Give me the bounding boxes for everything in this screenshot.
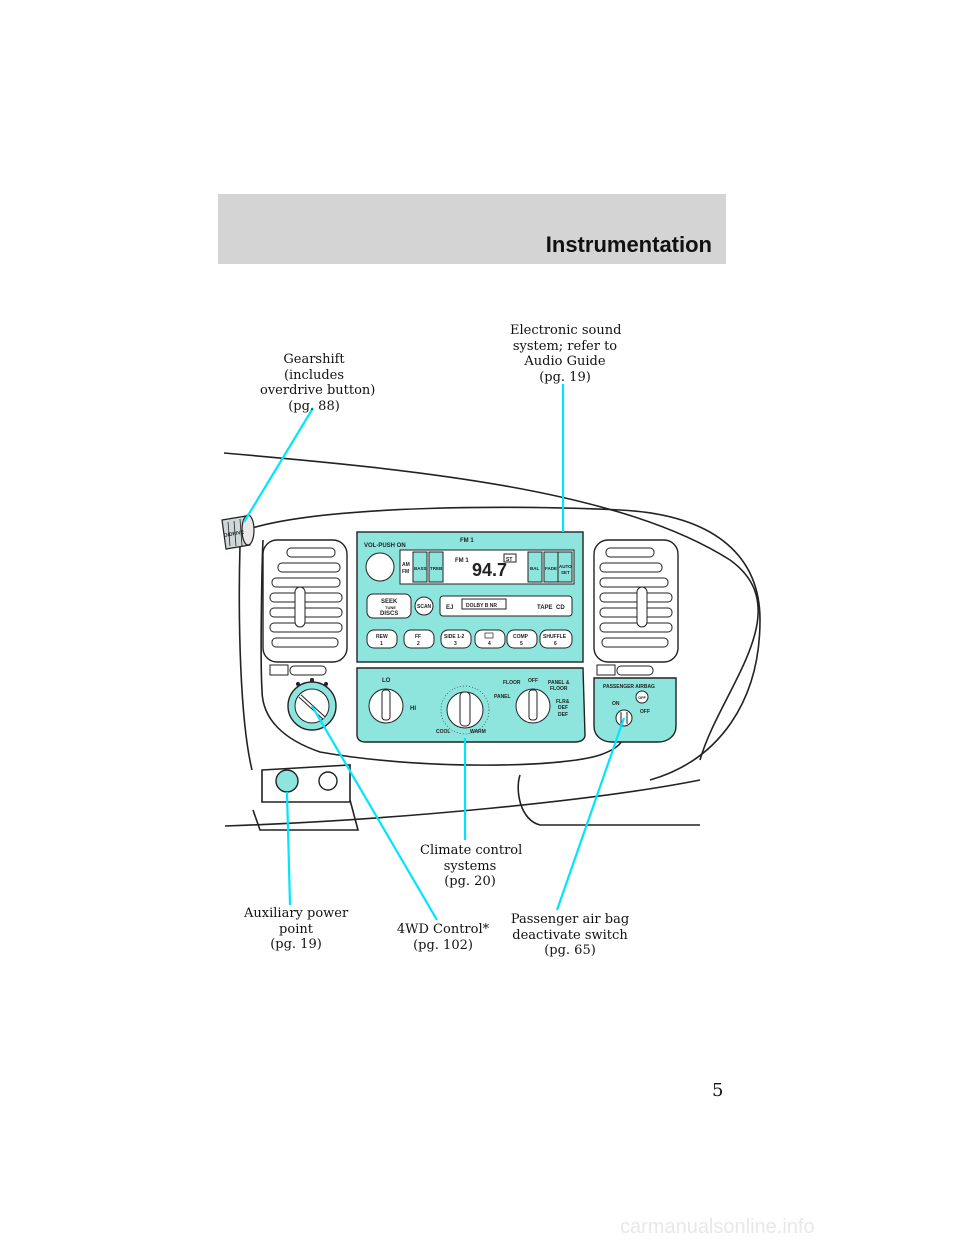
airbag-switch-panel: PASSENGER AIRBAG OFF ON OFF <box>593 677 677 743</box>
climate-floor: FLOOR <box>503 680 521 686</box>
climate-warm: WARM <box>470 729 486 735</box>
callout-gearshift-line2: (includes <box>283 367 345 383</box>
preset-2-label: FF <box>415 634 421 640</box>
callout-gearshift: Gearshift (includes overdrive button) (p… <box>260 352 376 414</box>
callout-4wd-line1: 4WD Control* <box>396 922 490 937</box>
callout-aux-line3: (pg. 19) <box>270 937 322 952</box>
gear-label: O/DRIVE <box>223 529 245 539</box>
callout-aux-line1: Auxiliary power <box>244 906 349 921</box>
callout-airbag-line3: (pg. 65) <box>544 943 596 958</box>
callout-gearshift-line1: Gearshift <box>283 352 345 367</box>
airbag-off: OFF <box>640 709 650 715</box>
preset-5-label: COMP <box>513 634 529 640</box>
scan-label: SCAN <box>417 604 432 610</box>
callout-sound-line2: system; refer to <box>512 338 618 354</box>
4wd-control-knob <box>287 678 337 731</box>
ej-label: EJ <box>446 605 453 611</box>
footer-watermark[interactable]: carmanualsonline.info <box>620 1216 815 1238</box>
section-title: Instrumentation <box>545 232 712 257</box>
preset-4-num: 4 <box>488 641 491 647</box>
callout-climate-line3: (pg. 20) <box>444 874 496 889</box>
callout-4wd: 4WD Control* (pg. 102) <box>395 922 491 953</box>
auxiliary-power-point <box>275 769 338 793</box>
callout-gearshift-line3: overdrive button) <box>260 383 376 398</box>
preset-3-label: SIDE 1-2 <box>444 634 465 640</box>
climate-def: DEF <box>558 712 568 718</box>
fade-label: FADE <box>545 566 557 571</box>
gearshift-knob: O/DRIVE <box>221 514 255 550</box>
airbag-title: PASSENGER AIRBAG <box>603 684 655 690</box>
preset-6-num: 6 <box>554 641 557 647</box>
climate-off: OFF <box>528 678 538 684</box>
display-band: FM 1 <box>455 558 469 564</box>
airbag-on: ON <box>612 701 620 707</box>
climate-panel-floor-2: FLOOR <box>550 686 568 692</box>
climate-lo: LO <box>382 678 391 684</box>
radio-unit: VOL-PUSH ON FM 1 AM FM BASS TREB FM 1 94… <box>356 531 584 663</box>
climate-flr-def-1: FLR& <box>556 699 570 705</box>
climate-hi: HI <box>410 706 416 712</box>
callout-aux-line2: point <box>279 921 313 937</box>
callout-airbag: Passenger air bag deactivate switch (pg.… <box>510 912 630 959</box>
callout-sound-line3: Audio Guide <box>524 354 606 369</box>
frequency-display: 94.7 <box>472 560 507 580</box>
section-header: Instrumentation <box>218 194 726 264</box>
tune-label: TUNE <box>385 605 396 610</box>
bal-label: BAL <box>530 566 539 571</box>
treb-label: TREB <box>430 566 443 571</box>
dolby-label: DOLBY B NR <box>466 603 497 609</box>
callout-climate-line2: systems <box>443 858 497 874</box>
preset-5-num: 5 <box>520 641 523 647</box>
callout-sound-line4: (pg. 19) <box>539 369 591 385</box>
preset-6-label: SHUFFLE <box>543 634 567 640</box>
climate-panel-floor-1: PANEL & <box>548 680 570 686</box>
preset-1-label: REW <box>376 634 388 640</box>
left-air-vent <box>262 539 348 676</box>
radio-presets: REW 1 FF 2 SIDE 1-2 3 4 COMP 5 SHUFFLE 6 <box>366 629 573 649</box>
climate-flr-def-2: DEF <box>558 705 568 711</box>
callout-climate-line1: Climate control <box>420 843 523 858</box>
page-number: 5 <box>712 1080 724 1101</box>
radio-vol-label: VOL-PUSH ON <box>364 543 406 549</box>
right-air-vent <box>593 539 679 676</box>
callout-lines <box>243 384 626 921</box>
cd-label: CD <box>556 605 565 611</box>
climate-cool: COOL <box>436 729 450 735</box>
callout-4wd-line2: (pg. 102) <box>413 937 473 953</box>
preset-3-num: 3 <box>454 641 457 647</box>
airbag-off-lamp: OFF <box>638 695 647 700</box>
callout-climate: Climate control systems (pg. 20) <box>420 843 523 890</box>
stereo-indicator: ST <box>506 557 512 563</box>
callout-sound-system: Electronic sound system; refer to Audio … <box>510 323 622 385</box>
radio-band-top: FM 1 <box>460 538 474 544</box>
am-label: AM <box>402 562 410 568</box>
preset-1-num: 1 <box>380 641 383 647</box>
climate-control-panel: LO HI COOL WARM FLOOR OFF PANEL & FLOOR … <box>356 667 586 743</box>
callout-airbag-line1: Passenger air bag <box>510 912 630 927</box>
callout-gearshift-line4: (pg. 88) <box>288 398 340 414</box>
climate-panel: PANEL <box>494 694 511 700</box>
fm-label: FM <box>402 569 409 575</box>
seek-label: SEEK <box>381 599 398 605</box>
auto-label: AUTO <box>559 564 572 569</box>
preset-2-num: 2 <box>417 641 420 647</box>
set-label: SET <box>561 570 570 575</box>
tape-label: TAPE <box>537 605 553 611</box>
bass-label: BASS <box>414 566 427 571</box>
discs-label: DISCS <box>380 611 398 617</box>
callout-airbag-line2: deactivate switch <box>512 927 628 943</box>
callout-sound-line1: Electronic sound <box>510 323 622 338</box>
callout-auxiliary-power: Auxiliary power point (pg. 19) <box>244 906 348 953</box>
